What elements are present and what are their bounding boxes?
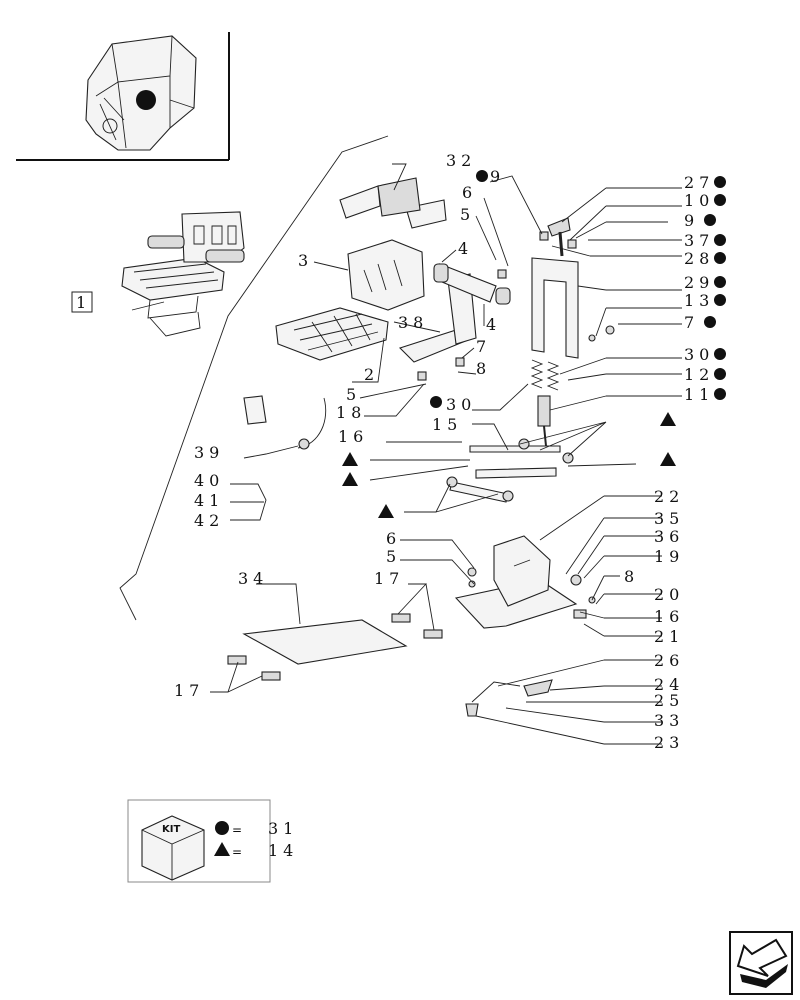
assembly-envelope-outline [119, 135, 389, 621]
callout-19: 19 [654, 547, 684, 566]
callout-33: 33 [654, 711, 684, 730]
callout-9b: 9 [684, 211, 699, 230]
filled-circle-icon [714, 368, 726, 380]
complete-seat-illustration [121, 211, 245, 337]
filled-circle-icon [714, 194, 726, 206]
callout-12: 12 [684, 365, 714, 384]
callout-17b: 17 [174, 681, 204, 700]
filled-circle-icon [714, 234, 726, 246]
filled-circle-icon [714, 252, 726, 264]
callout-5b: 5 [346, 385, 361, 404]
callout-1: 1 [76, 293, 91, 312]
callout-16: 16 [338, 427, 368, 446]
filled-triangle-icon [660, 452, 676, 466]
callout-41: 41 [194, 491, 224, 510]
callout-36: 36 [654, 527, 684, 546]
callout-3: 3 [298, 251, 313, 270]
callout-20: 20 [654, 585, 684, 604]
filled-circle-icon [704, 214, 716, 226]
callout-18: 18 [336, 403, 366, 422]
callout-9: 9 [490, 167, 505, 186]
callout-22: 22 [654, 487, 684, 506]
filled-triangle-icon [214, 842, 230, 856]
leader-lines [131, 163, 682, 745]
callout-11: 11 [684, 385, 714, 404]
filled-circle-icon [430, 396, 442, 408]
callout-30: 30 [446, 395, 476, 414]
callout-6b: 6 [386, 529, 401, 548]
item-1-box [71, 291, 93, 313]
callout-27: 27 [684, 173, 714, 192]
callout-32: 32 [446, 151, 476, 170]
callout-42: 42 [194, 511, 224, 530]
callout-17: 17 [374, 569, 404, 588]
callout-16b: 16 [654, 607, 684, 626]
filled-circle-icon [215, 821, 229, 835]
callout-37: 37 [684, 231, 714, 250]
filled-circle-icon [714, 348, 726, 360]
callout-4: 4 [458, 239, 473, 258]
callout-7: 7 [476, 337, 491, 356]
callout-29: 29 [684, 273, 714, 292]
callout-4b: 4 [486, 315, 501, 334]
callout-23: 23 [654, 733, 684, 752]
filled-triangle-icon [342, 472, 358, 486]
filled-circle-icon [714, 294, 726, 306]
callout-24: 24 [654, 675, 684, 694]
kit-triangle-equals: = [232, 845, 242, 859]
callout-40: 40 [194, 471, 224, 490]
callout-38: 38 [398, 313, 428, 332]
callout-26: 26 [654, 651, 684, 670]
filled-triangle-icon [660, 412, 676, 426]
filled-triangle-icon [342, 452, 358, 466]
filled-circle-icon [476, 170, 488, 182]
callout-6: 6 [462, 183, 477, 202]
tractor-thumbnail [16, 32, 230, 161]
callout-13: 13 [684, 291, 714, 310]
callout-28: 28 [684, 249, 714, 268]
callout-39: 39 [194, 443, 224, 462]
kit-triangle-value: 14 [268, 841, 298, 860]
kit-circle-equals: = [232, 823, 242, 837]
kit-circle-value: 31 [268, 819, 298, 838]
callout-8b: 8 [624, 567, 639, 586]
callout-30b: 30 [684, 345, 714, 364]
callout-10: 10 [684, 191, 714, 210]
callout-25: 25 [654, 691, 684, 710]
callout-2: 2 [364, 365, 379, 384]
kit-legend: KIT = 31 = 14 [127, 799, 298, 883]
filled-circle-icon [714, 276, 726, 288]
filled-circle-icon [714, 388, 726, 400]
callout-8: 8 [476, 359, 491, 378]
filled-circle-icon [704, 316, 716, 328]
part-illustrations [227, 177, 615, 717]
callout-34: 34 [238, 569, 268, 588]
filled-triangle-icon [378, 504, 394, 518]
callout-15: 15 [432, 415, 462, 434]
callout-5: 5 [460, 205, 475, 224]
callout-21: 21 [654, 627, 684, 646]
next-page-arrow-icon[interactable] [729, 931, 793, 995]
callout-35: 35 [654, 509, 684, 528]
kit-badge: KIT [162, 824, 180, 835]
callout-5c: 5 [386, 547, 401, 566]
callout-labels: 1 32 9 6 5 4 3 38 4 7 8 2 5 18 30 15 16 … [71, 151, 726, 752]
filled-circle-icon [714, 176, 726, 188]
callout-7b: 7 [684, 313, 699, 332]
